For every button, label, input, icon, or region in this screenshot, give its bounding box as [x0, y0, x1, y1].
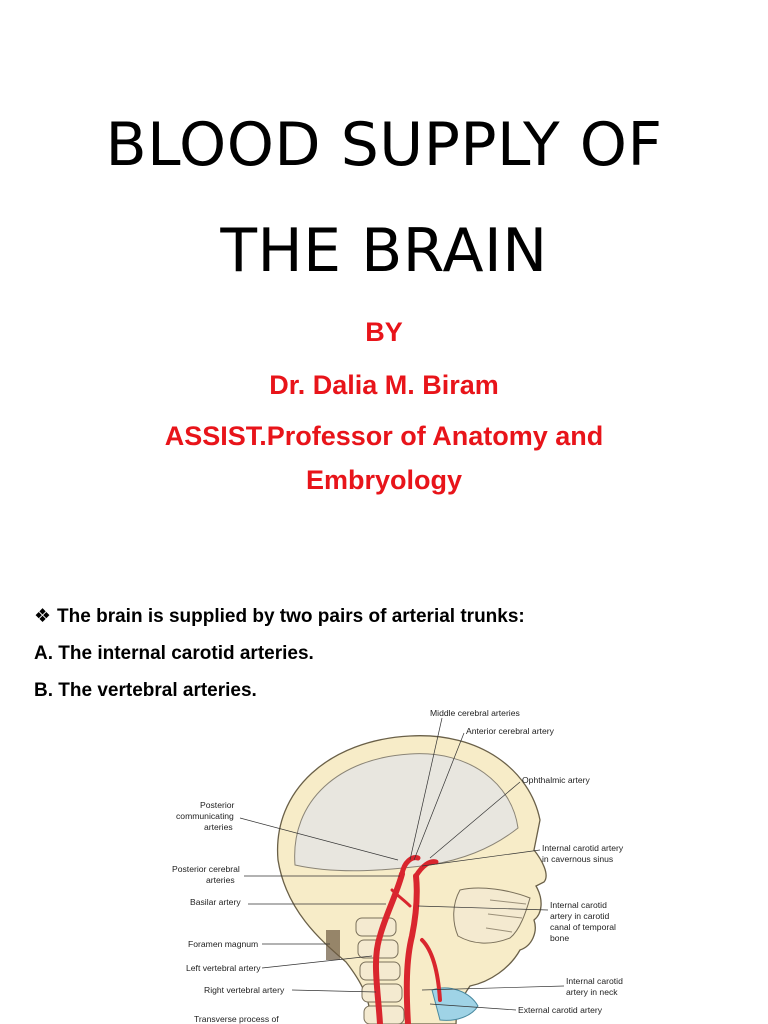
- bullet-intro-row: ❖The brain is supplied by two pairs of a…: [34, 598, 754, 635]
- label-left-vertebral: Left vertebral artery: [186, 963, 261, 973]
- label-right-vertebral: Right vertebral artery: [204, 985, 285, 995]
- author-position-line-2: Embryology: [305, 465, 463, 495]
- label-ophthalmic: Ophthalmic artery: [522, 775, 591, 785]
- teeth: [485, 899, 527, 933]
- slide-title: BLOOD SUPPLY OF THE BRAIN: [0, 92, 768, 304]
- label-posterior-cerebral: arteries: [206, 875, 235, 885]
- author-position: ASSIST.Professor of Anatomy and Embryolo…: [0, 414, 768, 502]
- label-ica-neck: artery in neck: [566, 987, 618, 997]
- trachea: [431, 987, 479, 1021]
- label-ica-canal: artery in carotid: [550, 911, 609, 921]
- bullet-list: ❖The brain is supplied by two pairs of a…: [34, 598, 754, 709]
- brain-arteries-figure: Middle cerebral arteries Anterior cerebr…: [160, 700, 768, 1024]
- author-block: BY Dr. Dalia M. Biram ASSIST.Professor o…: [0, 310, 768, 502]
- author-name: Dr. Dalia M. Biram: [269, 370, 499, 400]
- bullet-intro: The brain is supplied by two pairs of ar…: [57, 606, 525, 627]
- label-foramen-magnum: Foramen magnum: [188, 939, 258, 949]
- arteries: [372, 855, 442, 1024]
- bullet-item: A. The internal carotid arteries.: [34, 643, 314, 664]
- label-ica-canal: Internal carotid: [550, 900, 607, 910]
- label-external-carotid: External carotid artery: [518, 1005, 603, 1015]
- leader-lines: [239, 717, 565, 1011]
- label-ica-canal: bone: [550, 933, 569, 943]
- label-ica-cavernous: in cavernous sinus: [542, 854, 613, 864]
- anatomy-illustration: Middle cerebral arteries Anterior cerebr…: [172, 708, 624, 1024]
- label-basilar: Basilar artery: [190, 897, 241, 907]
- title-line-1: BLOOD SUPPLY OF: [105, 110, 663, 180]
- label-posterior-communicating: communicating: [176, 811, 234, 821]
- skull-cavity: [294, 753, 519, 872]
- label-ica-canal: canal of temporal: [550, 922, 616, 932]
- title-line-2: THE BRAIN: [220, 216, 548, 286]
- label-ica-cavernous: Internal carotid artery: [542, 843, 624, 853]
- jaw-bone: [453, 887, 531, 944]
- author-by: BY: [365, 317, 403, 347]
- label-ica-neck: Internal carotid: [566, 976, 623, 986]
- bullet-item: B. The vertebral arteries.: [34, 680, 257, 701]
- diamond-bullet-icon: ❖: [34, 606, 52, 627]
- label-posterior-cerebral: Posterior cerebral: [172, 864, 240, 874]
- author-position-line-1: ASSIST.Professor of Anatomy and: [164, 421, 604, 451]
- foramen-shading: [326, 930, 340, 960]
- label-anterior-cerebral: Anterior cerebral artery: [466, 726, 555, 736]
- label-transverse-process: Transverse process of: [194, 1014, 279, 1024]
- label-posterior-communicating: arteries: [204, 822, 233, 832]
- label-middle-cerebral: Middle cerebral arteries: [430, 708, 520, 718]
- label-posterior-communicating: Posterior: [200, 800, 235, 810]
